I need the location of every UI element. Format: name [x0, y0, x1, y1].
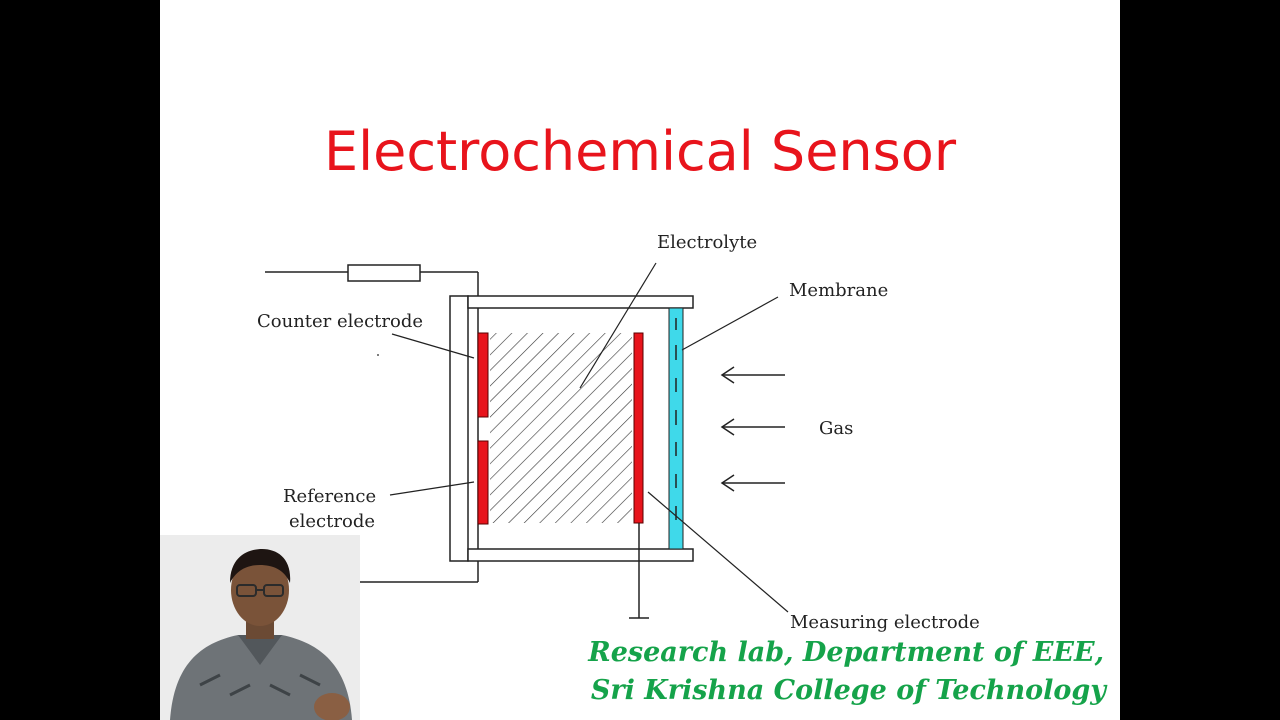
- slide-title: Electrochemical Sensor: [323, 120, 957, 183]
- presenter-video-thumbnail: [160, 535, 360, 720]
- leader-counter-electrode: [391, 333, 475, 359]
- arrow-icon: [720, 418, 785, 436]
- membrane: [668, 307, 684, 550]
- slide: Electrochemical Sensor: [160, 0, 1120, 720]
- electrolyte-region: [490, 333, 632, 523]
- leader-membrane: [681, 296, 779, 351]
- leader-measuring-electrode: [647, 491, 789, 613]
- arrow-icon: [720, 474, 785, 492]
- electrochemical-sensor-diagram: Electrolyte Membrane Counter electrode R…: [257, 232, 980, 633]
- arrow-icon: [720, 366, 785, 384]
- ground-terminal: [629, 523, 649, 619]
- label-membrane: Membrane: [789, 280, 888, 301]
- resistor: [347, 264, 421, 282]
- measuring-electrode: [633, 332, 644, 524]
- sensor-housing: [449, 295, 694, 562]
- label-electrolyte: Electrolyte: [657, 232, 757, 253]
- housing-bottom-wall: [467, 548, 694, 562]
- external-circuit: [265, 264, 479, 583]
- housing-top-wall: [467, 295, 694, 309]
- credit-line-2: Sri Krishna College of Technology: [590, 675, 1106, 706]
- label-reference-electrode-line1: Reference: [283, 486, 376, 507]
- housing-left-wall: [449, 295, 469, 562]
- reference-electrode: [477, 440, 489, 525]
- gas-arrows: [720, 366, 785, 492]
- counter-electrode: [477, 332, 489, 418]
- label-reference-electrode-line2: electrode: [289, 511, 375, 532]
- label-counter-electrode: Counter electrode: [257, 311, 423, 332]
- leader-electrolyte: [579, 262, 657, 389]
- label-measuring-electrode: Measuring electrode: [790, 612, 980, 633]
- credit-line-1: Research lab, Department of EEE,: [588, 637, 1104, 668]
- label-gas: Gas: [819, 418, 853, 439]
- leader-lines: [389, 262, 789, 613]
- leader-reference-electrode: [389, 481, 475, 496]
